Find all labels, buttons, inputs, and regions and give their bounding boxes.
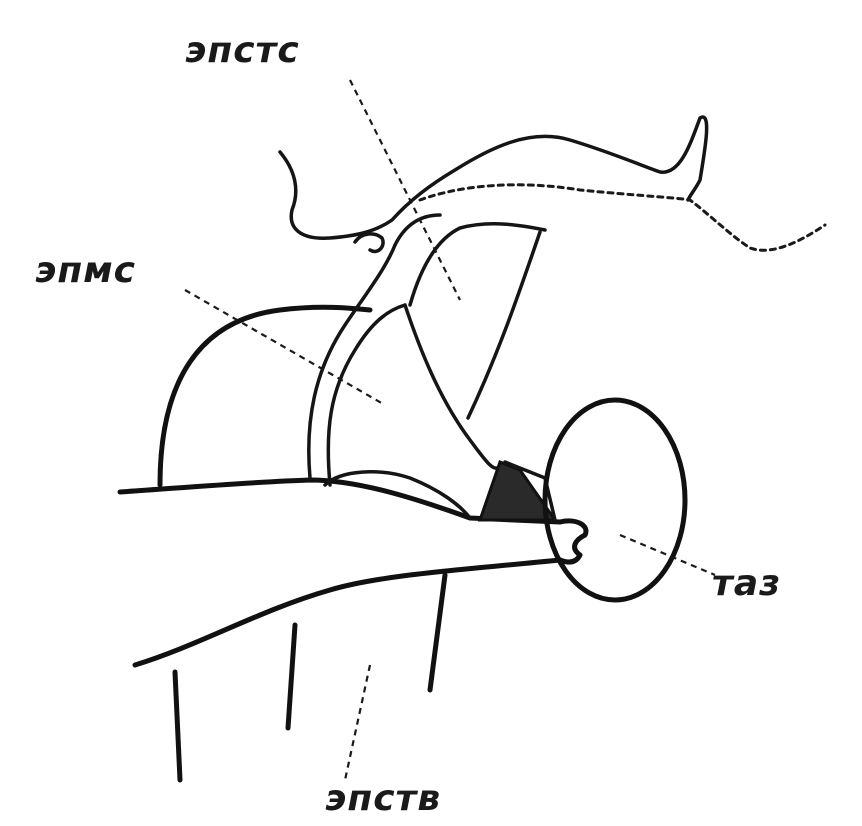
- muscle-left-outline: [309, 245, 395, 478]
- pelvis-oval: [545, 400, 685, 600]
- muscle-center-outline: [405, 305, 500, 468]
- leg-line-3: [430, 575, 445, 690]
- leg-line-2: [288, 625, 295, 728]
- label-bottom: эпств: [325, 778, 441, 819]
- top-wavy-contour: [280, 117, 707, 238]
- muscle-upper-outline: [410, 224, 545, 305]
- label-top: эпстс: [185, 30, 300, 71]
- leg-line-1: [175, 672, 180, 780]
- muscle-upper-right-line: [468, 232, 540, 418]
- shaft-end-cap: [560, 521, 586, 562]
- leader-top: [350, 80, 460, 300]
- shaft-lower-edge: [135, 560, 560, 665]
- muscle-center-left-line: [395, 215, 440, 245]
- top-dotted-contour: [420, 185, 825, 250]
- small-bump: [355, 234, 383, 252]
- label-left: эпмс: [35, 250, 136, 291]
- label-right: таз: [712, 563, 781, 604]
- leader-bottom: [345, 665, 370, 780]
